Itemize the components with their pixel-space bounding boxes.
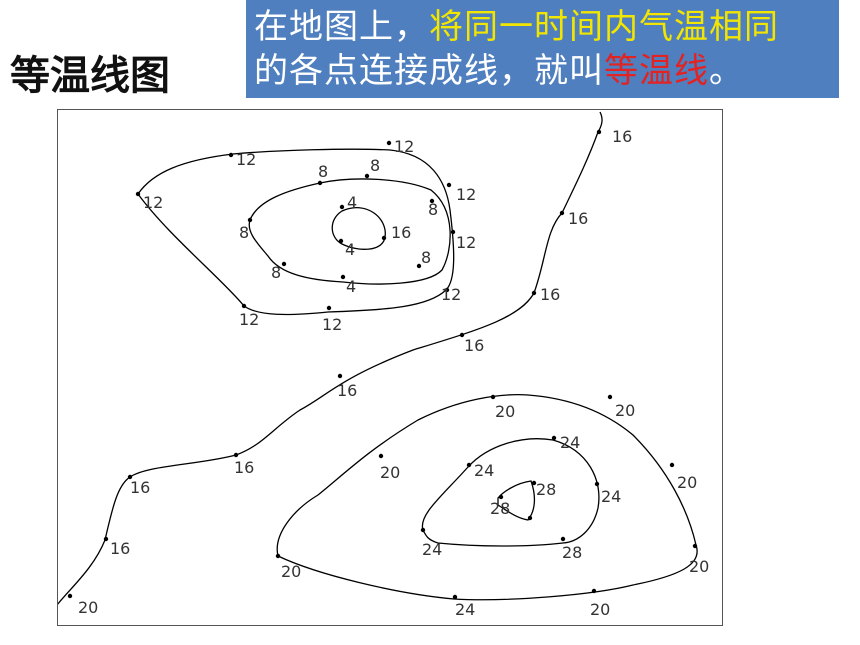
isotherm-24 [421,438,600,547]
label-16: 16 [337,381,357,400]
label-20: 20 [615,401,635,420]
label-16: 16 [540,285,560,304]
callout-text: 。 [709,51,744,91]
label-28: 28 [536,480,556,499]
label-16: 16 [234,458,254,477]
label-12: 12 [456,233,476,252]
callout-text: 的各点连接成线，就叫 [254,51,604,91]
label-12: 12 [394,137,414,156]
contour-points [67,129,698,600]
callout-highlight: 将同一时间内气温相同 [429,7,779,47]
label-20: 20 [281,562,301,581]
label-24: 24 [422,540,442,559]
label-12: 12 [239,310,259,329]
callout-term: 等温线 [604,51,709,91]
isotherm-28 [497,480,536,521]
label-20: 20 [590,600,610,619]
label-12: 12 [322,315,342,334]
label-16: 16 [464,336,484,355]
label-28: 28 [490,499,510,518]
isotherm-map: 12 12 12 12 12 12 12 12 8 8 8 8 8 8 4 4 … [57,109,723,626]
label-24: 24 [474,461,494,480]
label-4: 4 [345,240,355,259]
label-8: 8 [271,263,281,282]
isotherm-20 [276,394,698,601]
label-20: 20 [689,557,709,576]
label-16: 16 [568,209,588,228]
label-24: 28 [562,543,582,562]
label-8: 8 [370,156,380,175]
label-16: 16 [130,478,150,497]
callout-text: 在地图上， [254,7,429,47]
definition-callout: 在地图上，将同一时间内气温相同 的各点连接成线，就叫等温线。 [246,0,839,98]
isotherm-labels: 12 12 12 12 12 12 12 12 8 8 8 8 8 8 4 4 … [78,127,709,619]
label-12: 12 [236,150,256,169]
label-12: 12 [441,285,461,304]
label-8: 8 [239,223,249,242]
label-4: 4 [347,193,357,212]
label-12: 12 [143,193,163,212]
label-16: 16 [110,539,130,558]
label-24: 24 [560,433,580,452]
isotherm-4 [331,207,386,250]
label-20: 20 [677,473,697,492]
label-4: 16 [391,223,411,242]
isotherm-16 [58,111,603,605]
label-8: 8 [318,162,328,181]
label-16: 20 [78,598,98,617]
label-8: 8 [428,200,438,219]
label-8: 4 [346,277,356,296]
label-20: 24 [455,600,475,619]
isotherm-svg: 12 12 12 12 12 12 12 12 8 8 8 8 8 8 4 4 … [58,111,709,619]
label-8: 8 [421,248,431,267]
label-24: 24 [601,487,621,506]
label-20: 20 [495,402,515,421]
callout-line-1: 在地图上，将同一时间内气温相同 [254,6,779,48]
callout-line-2: 的各点连接成线，就叫等温线。 [254,50,744,92]
label-12: 12 [456,185,476,204]
label-16: 16 [612,127,632,146]
label-20: 20 [380,463,400,482]
slide-title: 等温线图 [10,52,170,99]
